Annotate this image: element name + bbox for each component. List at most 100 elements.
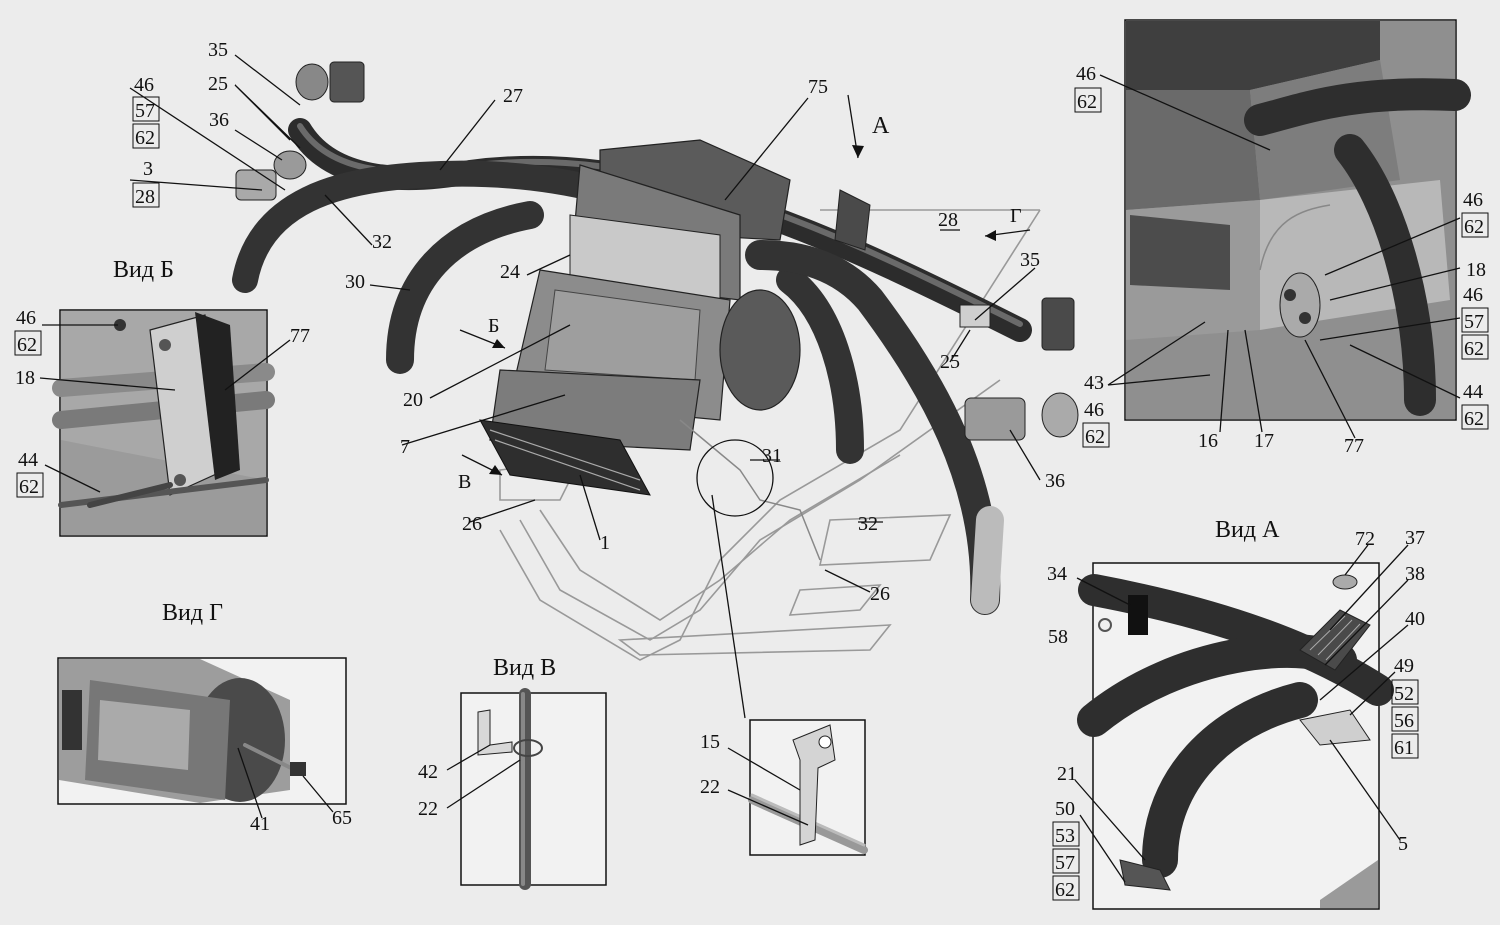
va-label-72: 72 [1355, 528, 1375, 550]
bolt-46 [114, 319, 126, 331]
tr-label-17: 17 [1254, 430, 1274, 452]
label-75: 75 [808, 76, 828, 98]
label-25-b: 25 [940, 351, 960, 373]
view-g: Вид Г 41 65 [57, 600, 352, 835]
connector-65 [290, 762, 306, 776]
detail-circle [696, 439, 774, 517]
bracket-34 [1128, 595, 1148, 635]
vb-label-62-b: 62 [19, 476, 39, 498]
label-25: 25 [208, 73, 228, 95]
view-arrows: А Б В Г [458, 94, 1031, 493]
bracket-42 [477, 709, 513, 756]
va-label-37: 37 [1405, 527, 1425, 549]
label-26-a: 26 [462, 513, 482, 535]
washer-58 [1098, 618, 1112, 632]
label-24: 24 [500, 261, 520, 283]
va-label-62: 62 [1055, 879, 1075, 901]
label-28-b: 28 [938, 209, 958, 231]
tr-label-18: 18 [1466, 259, 1486, 281]
tr-label-16: 16 [1198, 430, 1218, 452]
view-b-title: Вид Б [113, 257, 174, 283]
label-1: 1 [600, 532, 610, 554]
label-62-a: 62 [135, 127, 155, 149]
clamp-22 [513, 739, 543, 757]
vd-label-22: 22 [700, 776, 720, 798]
label-box-28 [132, 182, 160, 208]
tr-label-57: 57 [1464, 311, 1484, 333]
arrow-label-b: Б [488, 315, 499, 337]
main-assembly: А Б В Г [129, 39, 1079, 719]
tr-label-62-e: 62 [1085, 426, 1105, 448]
view-a-title: Вид А [1215, 517, 1280, 543]
va-label-34: 34 [1047, 563, 1067, 585]
view-b: Вид Б 46 62 18 77 44 62 [14, 257, 310, 537]
arrow-label-g: Г [1010, 205, 1022, 227]
detail-clip: 15 22 [700, 719, 868, 856]
label-36-a: 36 [209, 109, 229, 131]
tr-label-62: 62 [1077, 91, 1097, 113]
label-35-b: 35 [1020, 249, 1040, 271]
heater-unit-75 [489, 139, 801, 451]
va-label-52: 52 [1394, 683, 1414, 705]
vv-label-42: 42 [418, 761, 438, 783]
flap-plate [834, 189, 871, 251]
left-fittings [235, 61, 365, 201]
va-label-38: 38 [1405, 563, 1425, 585]
vb-label-44: 44 [18, 449, 38, 471]
va-label-49: 49 [1394, 655, 1414, 677]
vb-label-46: 46 [16, 307, 36, 329]
vb-label-62: 62 [17, 334, 37, 356]
hose-32-left [232, 160, 613, 293]
label-31: 31 [762, 445, 782, 467]
tr-flange-77 [1279, 272, 1321, 338]
vb-label-18: 18 [15, 367, 35, 389]
va-label-58: 58 [1048, 626, 1068, 648]
arrow-label-v: В [458, 471, 471, 493]
vg-label-41: 41 [250, 813, 270, 835]
label-box-57 [132, 96, 160, 122]
view-v-title: Вид В [493, 655, 556, 681]
label-32-b: 32 [858, 513, 878, 535]
hose-30 [386, 201, 544, 374]
va-label-40: 40 [1405, 608, 1425, 630]
label-20: 20 [403, 389, 423, 411]
tr-label-46-c: 46 [1463, 284, 1483, 306]
main-leaders [129, 54, 1041, 719]
label-35: 35 [208, 39, 228, 61]
tr-label-46-b: 46 [1463, 189, 1483, 211]
va-label-61: 61 [1394, 737, 1414, 759]
grille-1 [479, 419, 651, 496]
label-36-b: 36 [1045, 470, 1065, 492]
plate-37 [1299, 609, 1371, 671]
vb-label-77: 77 [290, 325, 310, 347]
label-57-a: 57 [135, 100, 155, 122]
va-label-50: 50 [1055, 798, 1075, 820]
bracket-15 [792, 724, 836, 846]
floor-outline [499, 209, 1041, 661]
hose-31 [776, 266, 864, 464]
cap-72 [1332, 574, 1358, 590]
wire-run [679, 419, 821, 561]
tr-label-44: 44 [1463, 381, 1483, 403]
right-fittings [959, 297, 1079, 441]
tr-label-46: 46 [1076, 63, 1096, 85]
view-v: Вид В 42 22 [418, 655, 607, 890]
tr-label-62-b: 62 [1464, 216, 1484, 238]
va-label-5: 5 [1398, 833, 1408, 855]
view-a: Вид А 34 72 37 58 38 40 49 52 56 61 [1047, 517, 1425, 910]
label-32-a: 32 [372, 231, 392, 253]
tr-label-62-d: 62 [1464, 408, 1484, 430]
label-box-62 [132, 123, 160, 149]
va-label-56: 56 [1394, 710, 1414, 732]
vg-label-65: 65 [332, 807, 352, 829]
tr-label-43: 43 [1084, 372, 1104, 394]
label-28-a: 28 [135, 186, 155, 208]
tr-label-62-c: 62 [1464, 338, 1484, 360]
hose-32-right [745, 240, 1004, 615]
label-27: 27 [503, 85, 523, 107]
label-7: 7 [400, 436, 410, 458]
label-30: 30 [345, 271, 365, 293]
view-g-title: Вид Г [162, 600, 223, 626]
